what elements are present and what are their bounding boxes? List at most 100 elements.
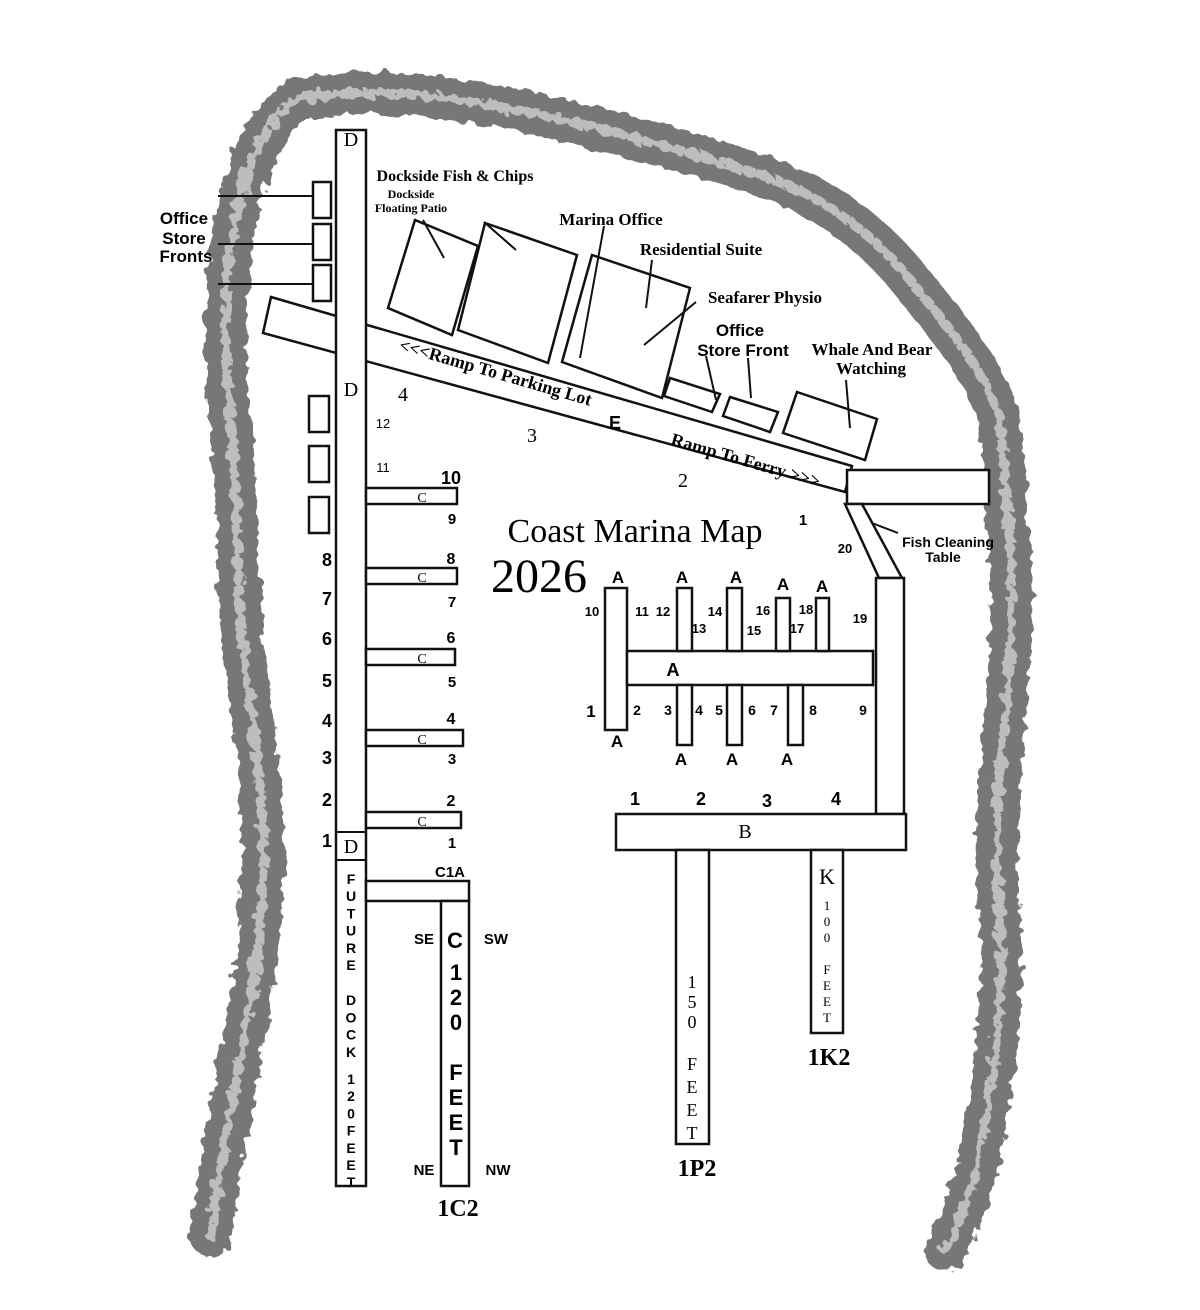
c-finger-top-number: 8 [447, 551, 456, 568]
dock-c-length-char: F [449, 1060, 462, 1085]
future-dock-char: U [346, 923, 356, 939]
c1a-label: C1A [435, 864, 465, 881]
future-dock-char: T [347, 1174, 356, 1190]
ramp-e [261, 295, 854, 494]
dock-d-right-number: 11 [376, 460, 390, 475]
c-finger-top-number: 4 [447, 711, 456, 728]
c-finger-label: C [417, 815, 426, 830]
small-box [721, 395, 780, 434]
dock-a-upper-number: 20 [838, 541, 852, 556]
future-dock-char: O [346, 1009, 357, 1025]
dock-a-bottom-letter: A [726, 750, 738, 769]
ramp-number: 4 [398, 384, 408, 406]
future-dock-char: E [346, 1140, 355, 1156]
office-storefront-box [662, 376, 722, 414]
dock-1c2-name: 1C2 [437, 1196, 478, 1222]
dock-d-slip-number: 2 [322, 790, 332, 810]
dock-p-length-char: 5 [688, 992, 697, 1012]
dock-a-lower-number: 4 [695, 702, 703, 718]
shoreline [189, 71, 1033, 1271]
dock-a-bottom-letter: A [675, 750, 687, 769]
office-residential-building [560, 253, 692, 400]
building-labels: Dockside Fish & Chips Dockside Floating … [375, 168, 994, 565]
ramp-number: 3 [527, 425, 537, 447]
c-finger [364, 728, 465, 748]
c-finger-bottom-number: 3 [448, 751, 456, 768]
compass-ne: NE [414, 1162, 435, 1179]
dock-c-length-char: E [449, 1110, 464, 1135]
dock-a-upper-number: 17 [790, 621, 804, 636]
dock-a-lower-number: 2 [633, 702, 641, 718]
ramp-number: 1 [799, 512, 807, 529]
future-dock-char: 1 [347, 1071, 355, 1087]
future-dock-char: C [346, 1027, 356, 1043]
fish-chips-label: Dockside Fish & Chips [377, 168, 534, 185]
future-dock-char: U [346, 888, 356, 904]
c-finger-label: C [417, 571, 426, 586]
dock-c-length-char: E [449, 1085, 464, 1110]
dock-d-bottom-label: D [344, 836, 358, 858]
dock-a-label: A [667, 660, 680, 680]
left-office-label-2: Store [162, 229, 205, 248]
dock-a-lower-number: 7 [770, 702, 778, 718]
office-storefront-label-2: Store Front [697, 341, 789, 360]
c-finger-bottom-number: 5 [448, 674, 456, 691]
dock-c-length-char: 2 [450, 985, 462, 1010]
future-dock-char: E [346, 1157, 355, 1173]
dock-d-right-number: 12 [376, 416, 390, 431]
dock-b-number: 3 [762, 791, 772, 811]
dock-b-number: 1 [630, 789, 640, 809]
map-title: Coast Marina Map [508, 513, 763, 550]
office-storefront-label-1: Office [716, 321, 764, 340]
c-finger [364, 566, 459, 586]
dock-a-upper-number: 19 [853, 611, 867, 626]
left-office-label-1: Office [160, 209, 208, 228]
fish-chips-building [456, 221, 579, 365]
dock-d-mid-label: D [344, 379, 358, 401]
dock-b [614, 812, 908, 852]
residential-label: Residential Suite [640, 240, 763, 259]
c-finger-top-number: 2 [447, 793, 456, 810]
dock-a-upper-number: 14 [708, 604, 723, 619]
c-finger [364, 810, 463, 830]
dock-d-slip-number: 4 [322, 711, 332, 731]
dock-a-lower-number: 9 [859, 702, 867, 718]
dock-p-length-char: E [687, 1077, 698, 1097]
dock-1p2 [674, 848, 711, 1146]
dock-d [334, 128, 368, 1188]
dock-a-lower-number: 1 [586, 702, 595, 721]
whale-label-2: Watching [836, 359, 906, 378]
future-dock-char: 2 [347, 1088, 355, 1104]
dock-k-length-char: T [823, 1010, 831, 1025]
dock-k-letter: K [819, 864, 835, 889]
patio-label-2: Floating Patio [375, 201, 447, 215]
left-office-label-3: Fronts [160, 247, 213, 266]
patio-building [386, 218, 480, 337]
dock-p-length-char: 1 [688, 972, 697, 992]
dock-1k2-name: 1K2 [808, 1045, 851, 1071]
dock-k-length-char: 0 [824, 914, 831, 929]
c-finger-bottom-number: 9 [448, 511, 456, 528]
future-dock-char: K [346, 1044, 356, 1060]
compass-se: SE [414, 931, 434, 948]
dock-k-length-char: 1 [824, 898, 831, 913]
whale-watching-box [781, 390, 879, 462]
dock-a-top-letter: A [777, 575, 789, 594]
dock-a [603, 586, 875, 747]
future-dock-char: F [347, 1123, 356, 1139]
dock-b-label: B [738, 821, 751, 843]
dock-p-length-char: E [687, 1100, 698, 1120]
future-dock-char: F [347, 871, 356, 887]
dock-b-number: 2 [696, 789, 706, 809]
dock-k-length-char: 0 [824, 930, 831, 945]
ramp-number: 2 [678, 470, 688, 492]
dock-a-lower-number: 8 [809, 702, 817, 718]
dock-a-lower-number: 5 [715, 702, 723, 718]
dock-a-top-letter: A [730, 568, 742, 587]
future-dock-char: R [346, 940, 356, 956]
